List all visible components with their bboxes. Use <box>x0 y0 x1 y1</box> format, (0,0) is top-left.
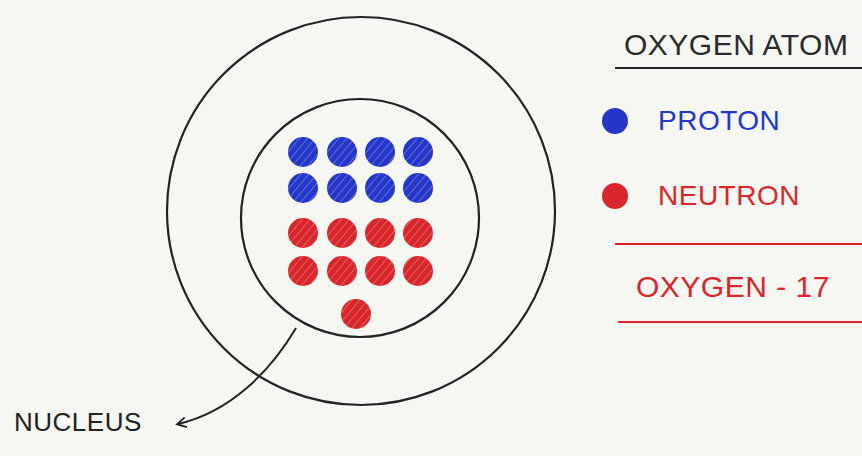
nucleon <box>288 218 318 248</box>
nucleon-hatch <box>288 173 318 203</box>
nucleon <box>365 256 395 286</box>
leader-arrow <box>178 328 296 424</box>
rule-line <box>615 243 862 245</box>
nucleon-hatch <box>288 256 318 286</box>
nucleon <box>365 173 395 203</box>
outer-shell <box>167 17 555 405</box>
nucleon-hatch <box>365 256 395 286</box>
nucleon-hatch <box>365 137 395 167</box>
nucleon <box>403 256 433 286</box>
legend-label: PROTON <box>658 106 780 137</box>
rule-line <box>618 321 862 323</box>
nucleon-hatch <box>327 137 357 167</box>
nucleon <box>288 256 318 286</box>
nucleon <box>403 173 433 203</box>
nucleon-hatch <box>403 218 433 248</box>
nucleon-hatch <box>403 137 433 167</box>
nucleon <box>341 299 371 329</box>
nucleon <box>403 137 433 167</box>
nucleon <box>327 173 357 203</box>
nucleon-hatch <box>365 173 395 203</box>
nucleon <box>327 137 357 167</box>
legend-swatch <box>602 183 628 209</box>
nucleus-circle <box>241 99 479 337</box>
part-label: NUCLEUS <box>14 408 142 437</box>
nucleon <box>288 137 318 167</box>
nucleons <box>288 137 433 329</box>
nucleon <box>403 218 433 248</box>
nucleon-hatch <box>327 173 357 203</box>
nucleon-hatch <box>365 218 395 248</box>
nucleon-hatch <box>327 218 357 248</box>
nucleon-hatch <box>327 256 357 286</box>
legend-swatch <box>602 108 628 134</box>
nucleon <box>327 256 357 286</box>
nucleon-hatch <box>288 137 318 167</box>
title: OXYGEN ATOM <box>624 28 848 61</box>
nucleon-hatch <box>403 173 433 203</box>
isotope-label: OXYGEN - 17 <box>636 270 830 303</box>
nucleon-hatch <box>403 256 433 286</box>
nucleon <box>327 218 357 248</box>
nucleon <box>365 218 395 248</box>
title-underline <box>615 67 862 69</box>
nucleon <box>288 173 318 203</box>
legend-label: NEUTRON <box>658 181 800 212</box>
nucleon-hatch <box>341 299 371 329</box>
nucleon <box>365 137 395 167</box>
nucleon-hatch <box>288 218 318 248</box>
